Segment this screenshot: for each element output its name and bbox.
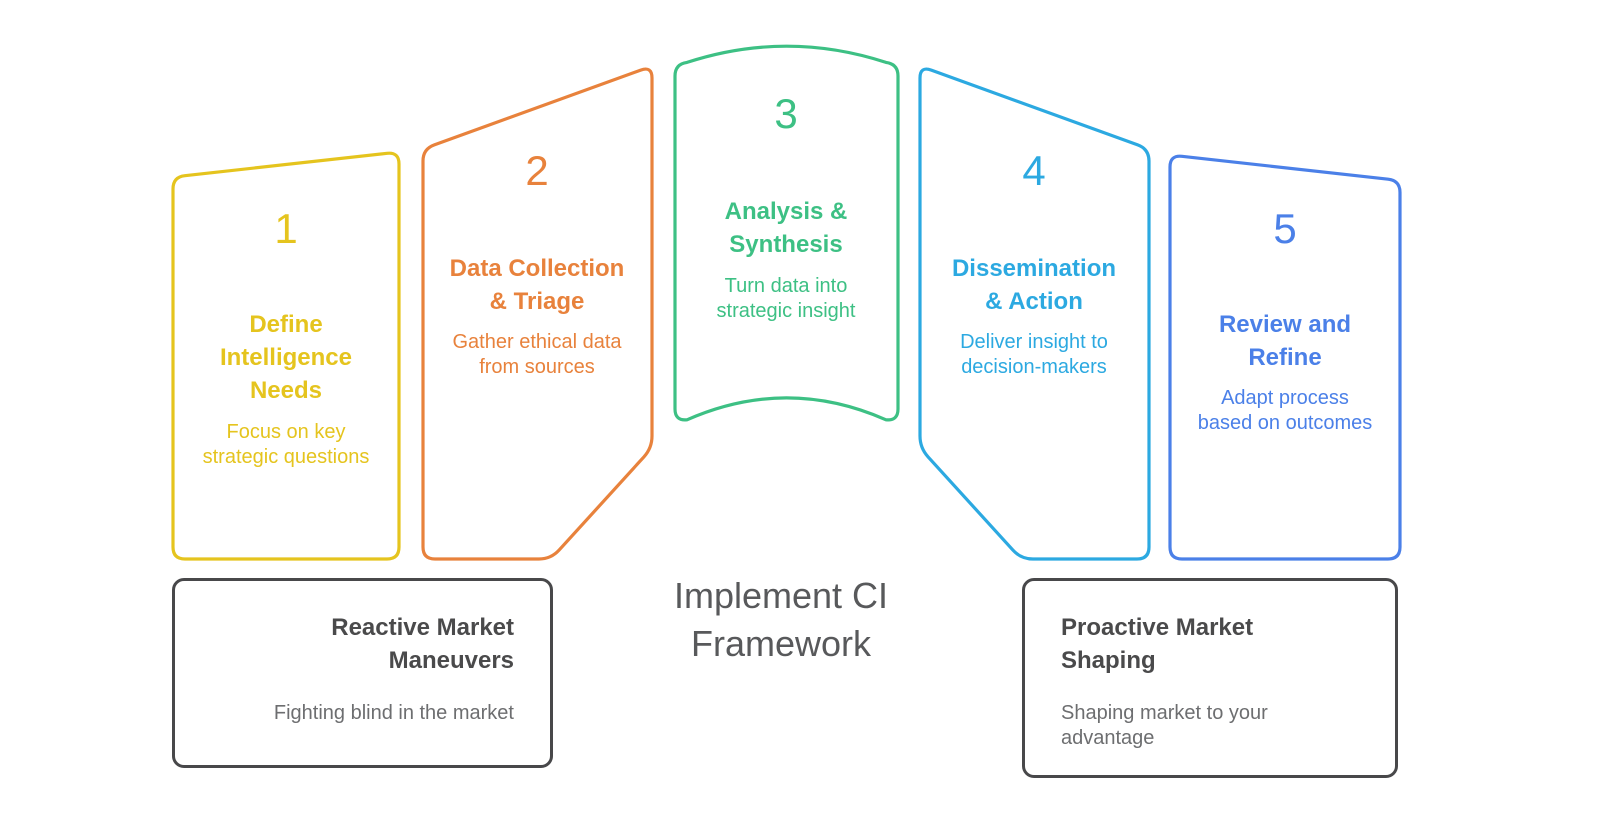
step-1-description: Focus on key strategic questions bbox=[202, 421, 370, 468]
outcome-proactive-title: Proactive Market Shaping bbox=[1061, 614, 1254, 674]
step-2-description: Gather ethical data from sources bbox=[452, 331, 622, 378]
step-3-number: 3 bbox=[774, 90, 798, 137]
step-4-card-outline bbox=[918, 67, 1151, 561]
step-1-number: 1 bbox=[274, 205, 298, 252]
step-5-description: Adapt process based on outcomes bbox=[1197, 387, 1373, 434]
step-1-card-outline bbox=[171, 151, 401, 561]
step-2-card-outline bbox=[421, 67, 654, 561]
outcome-reactive-description: Fighting blind in the market bbox=[273, 702, 514, 724]
diagram-title: Implement CI Framework bbox=[673, 575, 889, 664]
step-3-card-outline bbox=[673, 44, 900, 422]
step-3-title: Analysis & Synthesis bbox=[724, 198, 848, 258]
step-5-card: 5 Review and Refine Adapt process based … bbox=[1175, 0, 1395, 560]
outcome-reactive-title: Reactive Market Maneuvers bbox=[331, 614, 514, 674]
step-5-card-outline bbox=[1168, 154, 1402, 561]
step-1-title: Define Intelligence Needs bbox=[219, 311, 353, 404]
step-5-number: 5 bbox=[1273, 205, 1297, 252]
outcome-box-proactive: Proactive Market Shaping Shaping market … bbox=[1022, 578, 1398, 778]
step-2-title: Data Collection & Triage bbox=[449, 255, 625, 315]
step-5-title: Review and Refine bbox=[1218, 311, 1352, 371]
outcome-proactive-description: Shaping market to your advantage bbox=[1061, 702, 1268, 749]
step-1-card: 1 Define Intelligence Needs Focus on key… bbox=[176, 0, 396, 560]
step-4-number: 4 bbox=[1022, 147, 1046, 194]
step-4-title: Dissemination & Action bbox=[951, 255, 1117, 315]
step-2-card: 2 Data Collection & Triage Gather ethica… bbox=[427, 0, 647, 560]
step-3-card: 3 Analysis & Synthesis Turn data into st… bbox=[676, 0, 896, 560]
outcome-box-reactive: Reactive Market Maneuvers Fighting blind… bbox=[172, 578, 553, 768]
step-4-description: Deliver insight to decision-makers bbox=[960, 331, 1108, 378]
step-2-number: 2 bbox=[525, 147, 549, 194]
step-3-description: Turn data into strategic insight bbox=[716, 275, 856, 322]
step-4-card: 4 Dissemination & Action Deliver insight… bbox=[924, 0, 1144, 560]
